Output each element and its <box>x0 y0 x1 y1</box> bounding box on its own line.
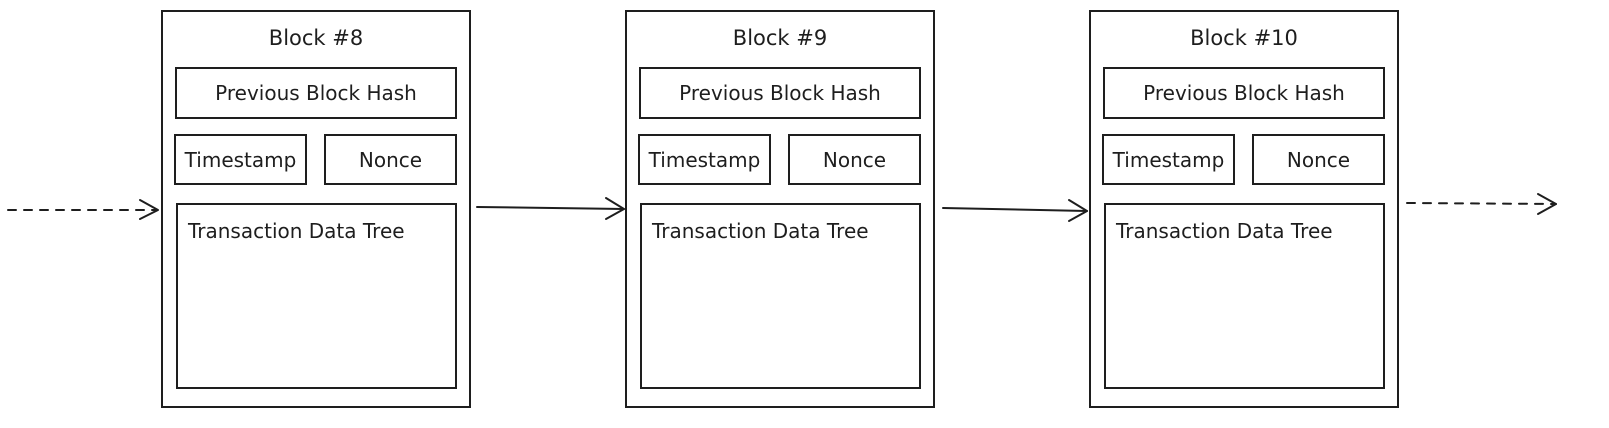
transaction-data-tree: Transaction Data Tree <box>640 203 921 389</box>
arrow-block-8-to-9 <box>476 197 625 220</box>
block-9: Block #9 <box>625 10 935 408</box>
timestamp-field: Timestamp <box>638 134 771 185</box>
timestamp-field: Timestamp <box>174 134 307 185</box>
transaction-data-tree: Transaction Data Tree <box>1104 203 1385 389</box>
block-title: Block #9 <box>732 26 828 50</box>
block-title: Block #10 <box>1190 26 1298 50</box>
previous-block-hash-field: Previous Block Hash <box>1103 67 1385 119</box>
nonce-field: Nonce <box>1252 134 1385 185</box>
previous-block-hash-field: Previous Block Hash <box>175 67 457 119</box>
previous-block-hash-field: Previous Block Hash <box>639 67 921 119</box>
block-title: Block #8 <box>268 26 364 50</box>
transaction-data-tree: Transaction Data Tree <box>176 203 457 389</box>
nonce-field: Nonce <box>788 134 921 185</box>
timestamp-field: Timestamp <box>1102 134 1235 185</box>
incoming-arrow <box>7 199 159 220</box>
block-10: Block #10 <box>1089 10 1399 408</box>
nonce-field: Nonce <box>324 134 457 185</box>
outgoing-arrow <box>1406 193 1557 215</box>
block-8: Block #8 <box>161 10 471 408</box>
arrow-block-9-to-10 <box>942 199 1088 222</box>
